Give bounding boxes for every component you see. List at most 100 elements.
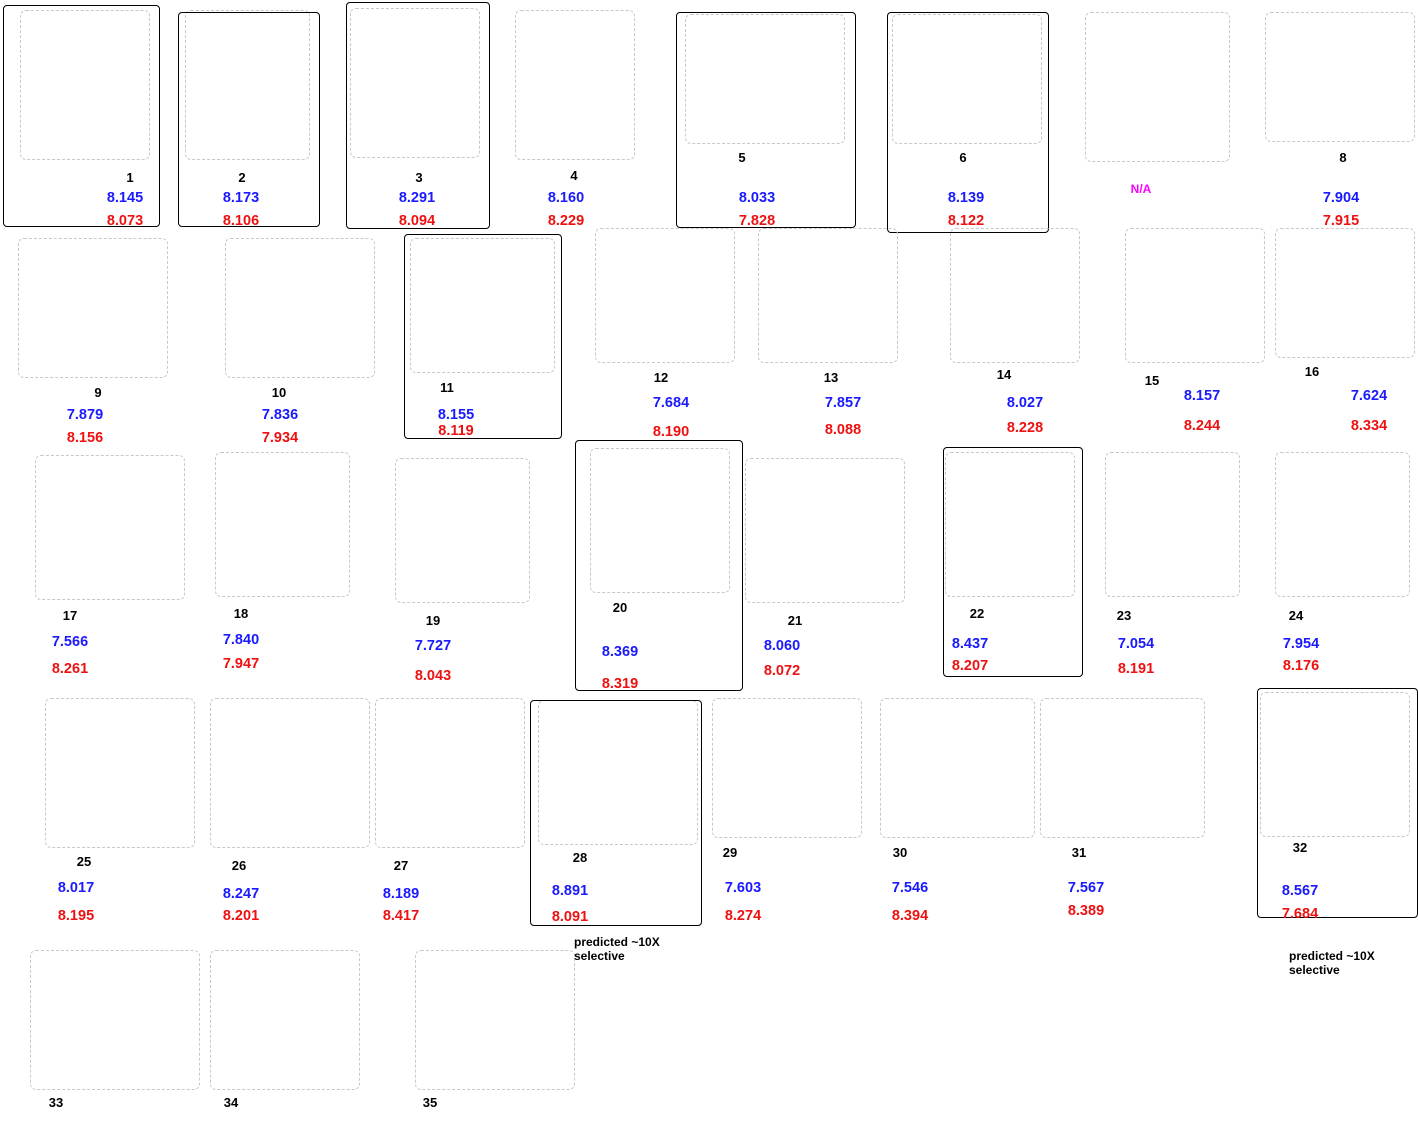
structure-compound-6	[892, 14, 1042, 144]
structure-compound-30	[880, 698, 1035, 838]
compound-label-6: 6	[959, 150, 967, 165]
compound-label-13: 13	[823, 370, 839, 385]
red-value-compound-30: 8.394	[891, 908, 929, 924]
red-value-compound-27: 8.417	[382, 908, 420, 924]
structure-compound-21	[745, 458, 905, 603]
blue-value-compound-14: 8.027	[1006, 395, 1044, 411]
structure-compound-15	[1125, 228, 1265, 363]
compound-label-4: 4	[570, 168, 578, 183]
compound-label-3: 3	[415, 170, 423, 185]
structure-compound-24	[1275, 452, 1410, 597]
structure-compound-14	[950, 228, 1080, 363]
structure-compound-23	[1105, 452, 1240, 597]
blue-value-compound-2: 8.173	[222, 190, 260, 206]
red-value-compound-23: 8.191	[1117, 661, 1155, 677]
blue-value-compound-8: 7.904	[1322, 190, 1360, 206]
compound-label-27: 27	[393, 858, 409, 873]
highlight-box-compound-28	[530, 700, 702, 926]
structure-compound-34	[210, 950, 360, 1090]
compound-label-2: 2	[238, 170, 246, 185]
red-value-compound-11: 8.119	[438, 423, 474, 439]
highlight-box-compound-6	[887, 12, 1049, 233]
structure-compound-17	[35, 455, 185, 600]
compound-label-18: 18	[233, 606, 249, 621]
blue-value-compound-28: 8.891	[551, 883, 589, 899]
compound-label-22: 22	[969, 606, 985, 621]
blue-value-compound-16: 7.624	[1350, 388, 1388, 404]
structure-compound-9	[18, 238, 168, 378]
compound-label-12: 12	[653, 370, 669, 385]
blue-value-compound-21: 8.060	[763, 638, 801, 654]
compound-label-17: 17	[62, 608, 78, 623]
structure-compound-29	[712, 698, 862, 838]
blue-value-compound-24: 7.954	[1282, 636, 1320, 652]
red-value-compound-29: 8.274	[724, 908, 762, 924]
red-value-compound-15: 8.244	[1183, 418, 1221, 434]
compound-label-10: 10	[271, 385, 287, 400]
blue-value-compound-9: 7.879	[66, 407, 104, 423]
compound-label-33: 33	[48, 1095, 64, 1110]
highlight-box-compound-5	[676, 12, 856, 228]
red-value-compound-3: 8.094	[398, 213, 436, 229]
structure-compound-2	[185, 10, 310, 160]
compound-label-23: 23	[1116, 608, 1132, 623]
highlight-box-compound-22	[943, 447, 1083, 677]
compound-label-19: 19	[425, 613, 441, 628]
red-value-compound-10: 7.934	[261, 430, 299, 446]
red-value-compound-20: 8.319	[601, 676, 639, 692]
structure-compound-8	[1265, 12, 1415, 142]
compound-label-1: 1	[126, 170, 134, 185]
compound-label-35: 35	[422, 1095, 438, 1110]
compound-label-5: 5	[738, 150, 746, 165]
blue-value-compound-13: 7.857	[824, 395, 862, 411]
compound-label-26: 26	[231, 858, 247, 873]
structure-compound-10	[225, 238, 375, 378]
compound-label-29: 29	[722, 845, 738, 860]
structure-compound-16	[1275, 228, 1415, 358]
blue-value-compound-3: 8.291	[398, 190, 436, 206]
red-value-compound-31: 8.389	[1067, 903, 1105, 919]
red-value-compound-17: 8.261	[51, 661, 89, 677]
red-value-compound-21: 8.072	[763, 663, 801, 679]
blue-value-compound-6: 8.139	[947, 190, 985, 206]
structure-compound-27	[375, 698, 525, 848]
compound-label-28: 28	[572, 850, 588, 865]
structure-compound-33	[30, 950, 200, 1090]
blue-value-compound-12: 7.684	[652, 395, 690, 411]
structure-compound-19	[395, 458, 530, 603]
red-value-compound-1: 8.073	[106, 213, 144, 229]
structure-compound-26	[210, 698, 370, 848]
compound-label-16: 16	[1304, 364, 1320, 379]
compound-label-30: 30	[892, 845, 908, 860]
structure-compound-13	[758, 228, 898, 363]
structure-compound-1	[20, 10, 150, 160]
structure-compound-12	[595, 228, 735, 363]
red-value-compound-9: 8.156	[66, 430, 104, 446]
blue-value-compound-10: 7.836	[261, 407, 299, 423]
red-value-compound-28: 8.091	[551, 909, 589, 925]
red-value-compound-25: 8.195	[57, 908, 95, 924]
structure-compound-32	[1260, 692, 1410, 837]
compound-label-20: 20	[612, 600, 628, 615]
red-value-compound-16: 8.334	[1350, 418, 1388, 434]
blue-value-compound-31: 7.567	[1067, 880, 1105, 896]
red-value-compound-13: 8.088	[824, 422, 862, 438]
blue-value-compound-27: 8.189	[382, 886, 420, 902]
compound-label-21: 21	[787, 613, 803, 628]
red-value-compound-12: 8.190	[652, 424, 690, 440]
compound-label-14: 14	[996, 367, 1012, 382]
blue-value-compound-4: 8.160	[547, 190, 585, 206]
structure-compound-20	[590, 448, 730, 593]
compound-label-9: 9	[94, 385, 102, 400]
blue-value-compound-19: 7.727	[414, 638, 452, 654]
highlight-box-compound-3	[346, 2, 490, 229]
blue-value-compound-29: 7.603	[724, 880, 762, 896]
blue-value-compound-32: 8.567	[1281, 883, 1319, 899]
compound-label-31: 31	[1071, 845, 1087, 860]
compound-label-15: 15	[1144, 373, 1160, 388]
blue-value-compound-20: 8.369	[601, 644, 639, 660]
na-value-compound-7: N/A	[1130, 182, 1152, 196]
compound-label-32: 32	[1292, 840, 1308, 855]
